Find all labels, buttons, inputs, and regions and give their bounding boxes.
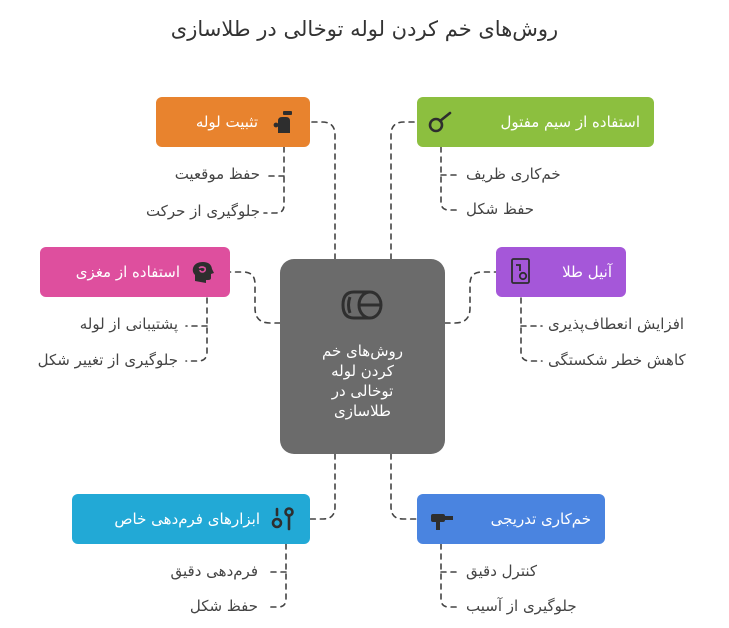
center-label: روش‌های خم کردن لوله توخالی در طلاسازی [290,341,435,421]
branch-special-forming-tools[interactable]: ابزارهای فرم‌دهی خاص [72,494,310,544]
leaf-item: کاهش خطر شکستگی [548,351,686,369]
center-line: طلاسازی [333,402,391,420]
leaf-item: پشتیبانی از لوله [79,315,178,333]
branch-label: آنیل طلا [562,263,612,281]
connector-gradual-leaves [440,543,462,608]
branch-label: خم‌کاری تدریجی [490,510,591,528]
branch-use-core[interactable]: استفاده از مغزی [40,247,230,297]
connector-core [229,271,281,324]
connector-tools-leaves [265,543,287,608]
center-line: کردن لوله [331,362,394,380]
connector-anneal [444,271,497,324]
connector-fix-leaves [263,146,285,214]
pliers-icon [270,506,296,532]
branch-label: تثبیت لوله [195,113,258,131]
connector-tools [309,453,336,520]
branch-use-wire[interactable]: استفاده از سیم مفتول [417,97,654,147]
leaf-item: حفظ شکل [466,200,535,218]
leaf-item: جلوگیری از تغییر شکل [37,351,178,369]
leaf-item: جلوگیری از حرکت [145,202,260,220]
connector-fix [309,121,336,260]
connector-wire [390,121,418,260]
wire-loop-icon [427,109,453,135]
leaf-item: حفظ موقعیت [174,165,260,183]
center-line: روش‌های خم [321,342,404,360]
branch-label: استفاده از مغزی [75,263,180,281]
connector-anneal-leaves [520,297,543,362]
branch-gradual-bending[interactable]: خم‌کاری تدریجی [417,494,605,544]
blowtorch-icon [429,506,455,532]
connector-gradual [390,453,418,520]
leaf-item: حفظ شکل [189,597,258,615]
branch-anneal-gold[interactable]: آنیل طلا [496,247,626,297]
pipe-cross-section-icon [341,290,383,320]
diagram-title: روش‌های خم کردن لوله توخالی در طلاسازی [170,17,559,41]
clamp-tool-icon [270,109,296,135]
gold-document-icon [508,258,534,284]
connector-wire-leaves [440,146,462,211]
center-line: توخالی در [331,382,394,400]
branch-fix-pipe[interactable]: تثبیت لوله [156,97,310,147]
center-node: روش‌های خم کردن لوله توخالی در طلاسازی [280,259,445,454]
leaf-item: فرم‌دهی دقیق [170,562,258,580]
branch-label: استفاده از سیم مفتول [500,113,640,131]
head-brain-icon [190,259,216,285]
leaf-item: افزایش انعطاف‌پذیری [548,315,685,333]
branch-label: ابزارهای فرم‌دهی خاص [114,510,260,528]
connector-core-leaves [185,297,208,362]
leaf-item: خم‌کاری ظریف [466,165,561,183]
leaf-item: جلوگیری از آسیب [466,597,577,615]
leaf-item: کنترل دقیق [466,562,538,580]
